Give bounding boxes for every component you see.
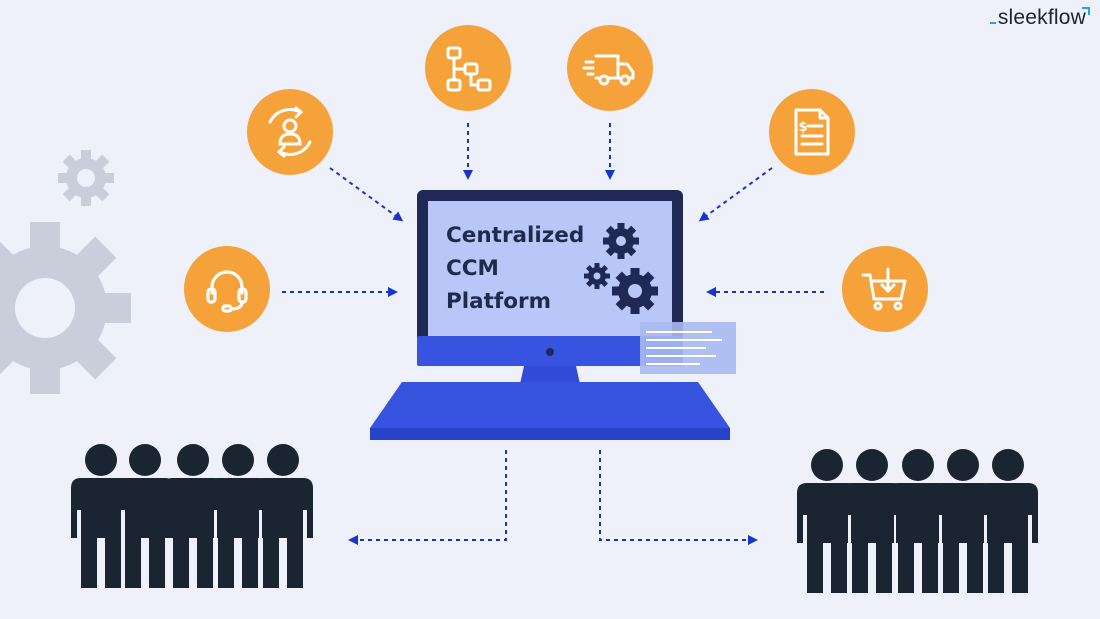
large-gear-icon [0, 222, 131, 394]
svg-text:$: $ [798, 120, 807, 135]
left-team [71, 444, 313, 588]
channel-circles: $ [184, 25, 928, 332]
platform-title-line-3: Platform [446, 289, 552, 314]
arrow-to-left-team [348, 450, 507, 545]
flowchart-icon [425, 25, 511, 111]
customer-cycle-icon [247, 89, 333, 175]
platform-title-line-2: CCM [446, 256, 499, 281]
small-gear-icon [58, 150, 114, 206]
person-icon [71, 444, 131, 588]
platform-title-line-1: Centralized [446, 223, 585, 248]
headset-icon [184, 246, 270, 332]
arrow-customer [329, 167, 404, 222]
arrow-to-right-team [599, 450, 758, 545]
brand-logo: sleekflow [989, 6, 1090, 30]
arrow-billing [698, 167, 773, 222]
keyboard-edge [370, 428, 730, 440]
screen-gears-icon [584, 223, 658, 314]
power-button-icon [546, 348, 554, 356]
right-team [797, 449, 1038, 593]
platform-title: Centralized CCM Platform [446, 219, 596, 318]
computer-monitor [370, 190, 736, 440]
cart-icon [842, 246, 928, 332]
inbound-arrows [282, 123, 824, 297]
invoice-icon: $ [769, 89, 855, 175]
keyboard-top [370, 382, 730, 428]
brand-logo-text: sleekflow [997, 6, 1086, 29]
outbound-arrows [348, 450, 758, 545]
truck-icon [567, 25, 653, 111]
code-lines-icon [646, 331, 722, 365]
